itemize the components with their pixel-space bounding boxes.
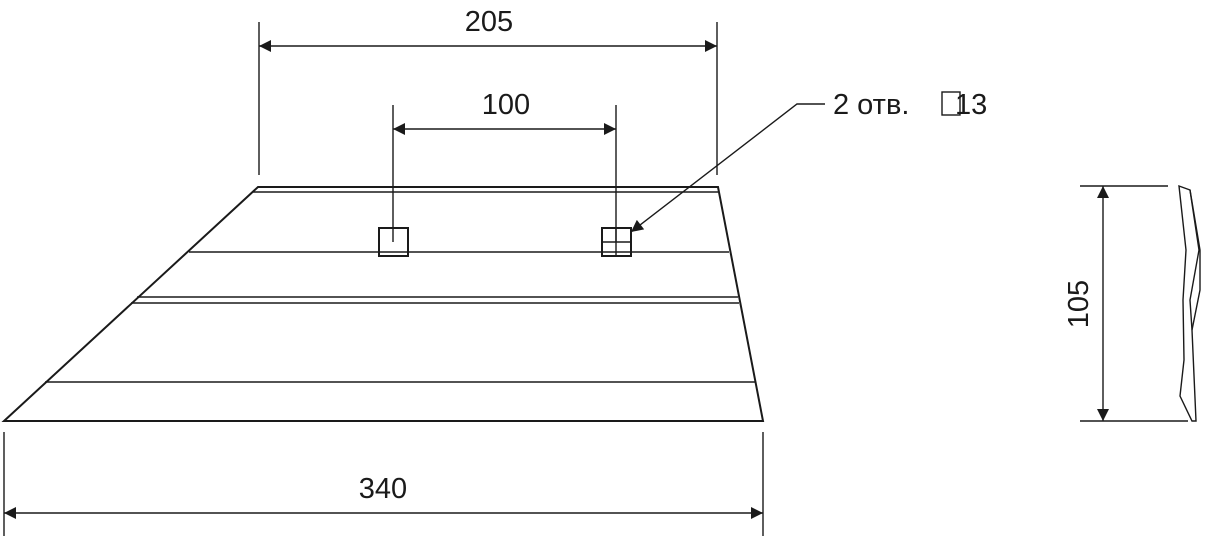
dimension-340: 340 — [3, 432, 764, 536]
dimension-label-100: 100 — [482, 89, 530, 121]
side-profile-outline — [1178, 184, 1200, 422]
hole-callout: 2 отв. 13 — [630, 89, 987, 233]
square-symbol-icon — [941, 91, 961, 116]
dimension-label-105: 105 — [1063, 280, 1095, 328]
blade-side-view — [1178, 184, 1201, 422]
blade-outline — [1, 186, 765, 422]
dimension-100: 100 — [392, 89, 617, 242]
dimension-105: 105 — [1063, 185, 1188, 422]
dimension-label-205: 205 — [465, 6, 513, 38]
callout-size: 13 — [955, 89, 987, 121]
dimension-205: 205 — [258, 6, 718, 175]
blade-front-view — [1, 186, 765, 422]
callout-leader-line — [630, 103, 825, 233]
side-profile-inner-line — [1189, 189, 1201, 331]
callout-text: 2 отв. — [833, 89, 909, 121]
dimension-label-340: 340 — [359, 473, 407, 505]
